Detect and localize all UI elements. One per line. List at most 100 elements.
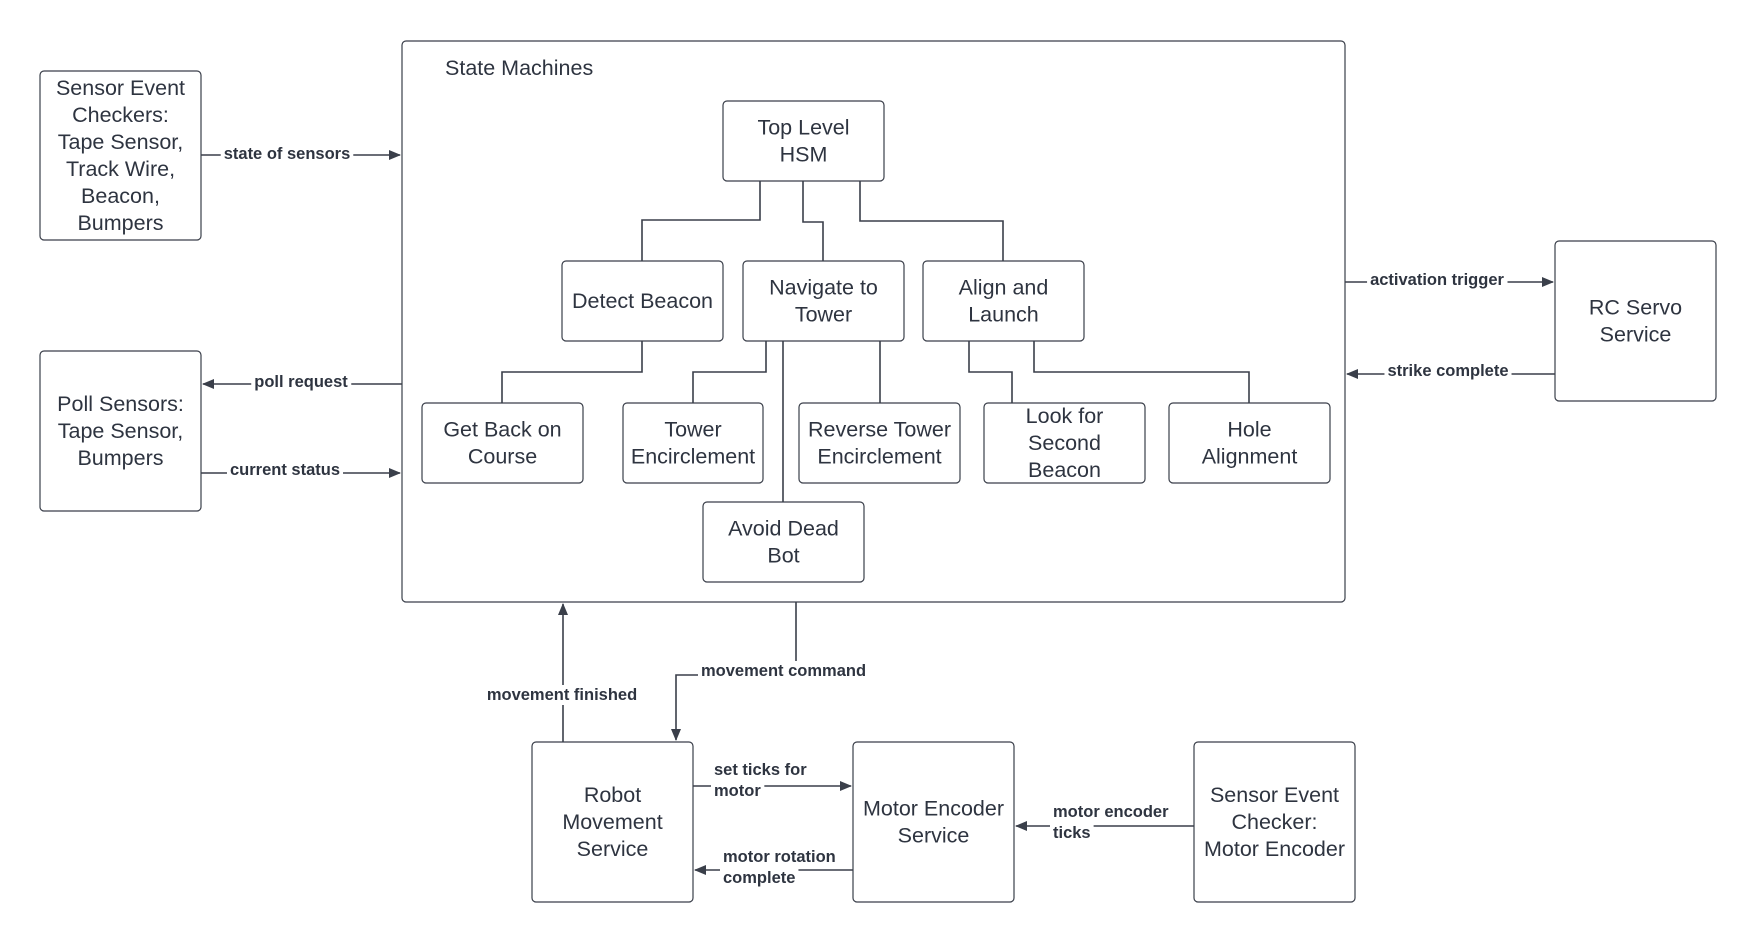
get-back-on-course-box [421,402,584,484]
motor-encoder-checker-box [1193,741,1356,903]
edge-strike-complete-label: strike complete [1384,361,1512,381]
motor-encoder-checker-label-line-1: Sensor Event [1210,783,1339,807]
edge-poll-request-label: poll request [251,372,352,392]
edge-motor-rotation-complete-label-line-2: complete [723,869,795,887]
detect-beacon-label: Detect Beacon [572,289,713,313]
edge-movement-finished-label-line-1: movement finished [487,686,637,704]
look-for-second-beacon-label-line-1: Look for [1026,404,1104,428]
sensor-event-checkers-label-line-2: Checkers: [72,103,169,127]
robot-movement-service-box [531,741,694,903]
edge-poll-request-label-label-background [251,372,352,392]
robot-movement-label-line-3: Service [577,837,649,861]
edge-movement-command-label-label-background [698,661,870,681]
rc-servo-label-line-2: Service [1600,323,1672,347]
detect-beacon-label-line-1: Detect Beacon [572,289,713,313]
navigate-to-tower-label-line-2: Tower [795,303,852,327]
edge-state-of-sensors-label: state of sensors [220,144,354,164]
edge-activation-trigger-label-line-1: activation trigger [1370,271,1504,289]
sensor-event-checkers-label-line-1: Sensor Event [56,76,185,100]
poll-sensors-box [39,350,202,512]
edge-current-status-label: current status [226,460,344,480]
avoid-dead-bot-label-line-2: Bot [767,544,799,568]
navigate-to-tower-box [742,260,905,342]
get-back-on-course-label: Get Back on Course [443,418,561,469]
hierarchy-connectors [501,180,1250,502]
reverse-tower-encirclement-label-line-2: Encirclement [817,445,941,469]
edge-state-of-sensors-label-label-background [220,144,354,164]
top-level-hsm-label-line-2: HSM [780,143,828,167]
poll-sensors-label-line-1: Poll Sensors: [57,392,184,416]
edge-motor-rotation-complete-label: motor rotation complete [720,847,839,888]
edge-motor-encoder-ticks-label-label-background [1050,802,1173,822]
align-and-launch-label-line-2: Launch [968,303,1039,327]
connector-navigate-tower [692,341,767,403]
look-for-second-beacon-label-line-2: Second [1028,431,1101,455]
avoid-dead-bot-box [702,501,865,583]
edge-movement-command-label: movement command [698,661,870,681]
edge-current-status-label-label-background [226,460,344,480]
edge-movement-finished-label: movement finished [483,685,641,705]
get-back-on-course-label-line-2: Course [468,445,537,469]
sensor-event-checkers-label-line-3: Tape Sensor, [58,130,184,154]
look-for-second-beacon-box [983,402,1146,484]
motor-encoder-service-label-line-1: Motor Encoder [863,797,1004,821]
motor-encoder-service-label-line-2: Service [898,824,970,848]
edge-activation-trigger-label-label-background [1367,270,1508,290]
rc-servo-service-box [1554,240,1717,402]
edge-movement-command-label-line-1: movement command [701,662,866,680]
connector-detect-get-back [501,341,643,403]
container-title: State Machines [445,56,593,80]
navigate-to-tower-label-line-1: Navigate to [769,276,878,300]
robot-movement-label-line-1: Robot [584,783,641,807]
align-and-launch-label-line-1: Align and [959,276,1049,300]
poll-sensors-label-line-3: Bumpers [77,446,163,470]
edge-strike-complete-label-line-1: strike complete [1387,362,1508,380]
poll-sensors-label: Poll Sensors: Tape Sensor, Bumpers [57,392,184,470]
edge-current-status-label-line-1: current status [230,461,340,479]
sensor-event-checkers-label-line-6: Bumpers [77,211,163,235]
edge-set-ticks-for-motor-label-label-background [711,781,765,801]
navigate-to-tower-label: Navigate to Tower [769,276,878,327]
hole-alignment-label-line-1: Hole [1227,418,1271,442]
tower-encirclement-label-line-1: Tower [664,418,721,442]
motor-encoder-checker-label-line-2: Checker: [1231,810,1317,834]
edge-motor-encoder-ticks-label-label-background [1050,823,1094,843]
edge-motor-rotation-complete-label-line-1: motor rotation [723,848,836,866]
align-and-launch-box [922,260,1085,342]
connector-hsm-detect-beacon [641,180,761,261]
edge-state-of-sensors-label-line-1: state of sensors [224,145,351,163]
edge-set-ticks-for-motor-label-line-2: motor [714,782,761,800]
hole-alignment-label-line-2: Alignment [1202,445,1298,469]
reverse-tower-encirclement-label-line-1: Reverse Tower [808,418,951,442]
sensor-event-checkers-label-line-4: Track Wire, [66,157,175,181]
top-level-hsm-label-line-1: Top Level [757,116,849,140]
connector-align-hole [1033,341,1250,403]
look-for-second-beacon-label-line-3: Beacon [1028,458,1101,482]
top-level-hsm-box [722,100,885,182]
connector-align-look-second [968,341,1013,403]
poll-sensors-label-line-2: Tape Sensor, [58,419,184,443]
edge-poll-request-label-line-1: poll request [254,373,348,391]
get-back-on-course-label-line-1: Get Back on [443,418,561,442]
hole-alignment-box [1168,402,1331,484]
detect-beacon-box [561,260,724,342]
edge-strike-complete-label-label-background [1384,361,1512,381]
tower-encirclement-box [622,402,764,484]
edge-activation-trigger-label: activation trigger [1367,270,1508,290]
edge-set-ticks-for-motor-label-label-background [711,760,811,780]
